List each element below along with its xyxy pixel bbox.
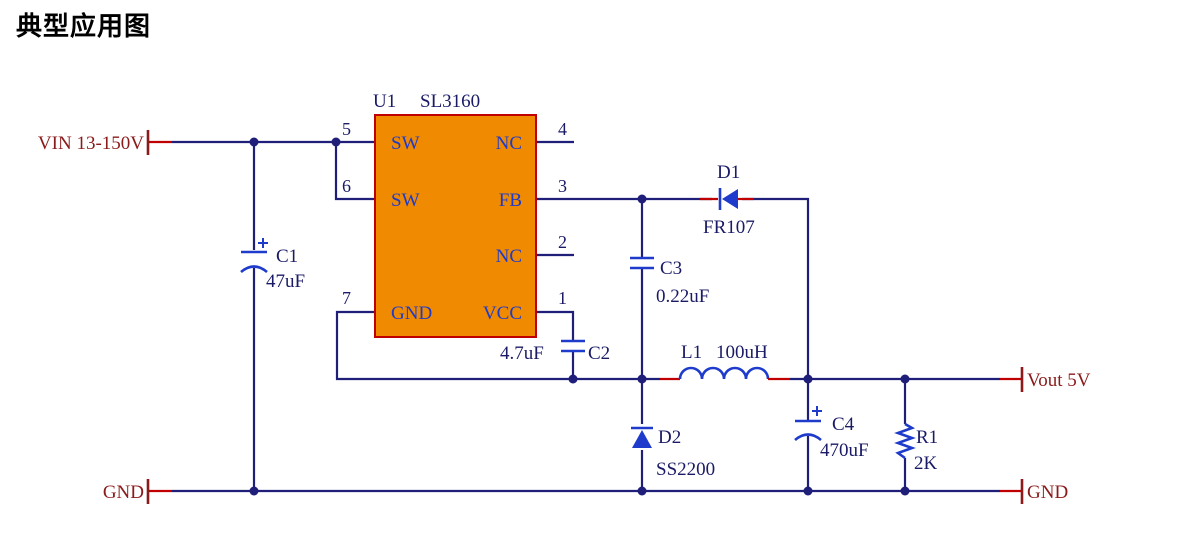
pin-4-name: NC bbox=[496, 133, 522, 154]
d2-value: SS2200 bbox=[656, 459, 715, 480]
vout-terminal: Vout 5V bbox=[1020, 367, 1091, 392]
d2-body bbox=[632, 430, 652, 448]
diode-d1: D1 FR107 bbox=[700, 162, 755, 238]
capacitor-c4: C4 470uF bbox=[794, 406, 869, 461]
capacitor-c2: C2 4.7uF bbox=[500, 339, 610, 364]
inductor-l1: L1 100uH bbox=[660, 342, 790, 381]
d1-body bbox=[722, 189, 738, 209]
l1-ref: L1 bbox=[681, 342, 702, 363]
c1-value: 47uF bbox=[266, 271, 305, 292]
ic-ref: U1 bbox=[373, 91, 396, 112]
wires bbox=[148, 140, 1022, 493]
r1-ref: R1 bbox=[916, 427, 938, 448]
ic-u1: U1 SL3160 5 SW 6 SW 7 GND 4 NC 3 FB 2 NC… bbox=[342, 91, 567, 338]
pin-2-name: NC bbox=[496, 246, 522, 267]
pin-1-name: VCC bbox=[483, 303, 522, 324]
l1-value: 100uH bbox=[716, 342, 768, 363]
junction-dots bbox=[249, 137, 910, 496]
page-title: 典型应用图 bbox=[16, 12, 152, 42]
c1-ref: C1 bbox=[276, 246, 298, 267]
pin-3-number: 3 bbox=[558, 176, 567, 196]
d1-ref: D1 bbox=[717, 162, 740, 183]
pin-2-number: 2 bbox=[558, 232, 567, 252]
c3-ref: C3 bbox=[660, 258, 682, 279]
pin-1-number: 1 bbox=[558, 288, 567, 308]
capacitor-c3: C3 0.22uF bbox=[630, 256, 709, 307]
d2-ref: D2 bbox=[658, 427, 681, 448]
ic-body bbox=[374, 114, 537, 338]
ic-part: SL3160 bbox=[420, 91, 480, 112]
gnd-left-terminal: GND bbox=[103, 479, 150, 504]
pin-6-number: 6 bbox=[342, 176, 351, 196]
pin-5-number: 5 bbox=[342, 119, 351, 139]
vin-terminal: VIN 13-150V bbox=[38, 130, 150, 155]
vin-label: VIN 13-150V bbox=[38, 133, 144, 154]
gnd-left-label: GND bbox=[103, 482, 144, 503]
gnd-right-terminal: GND bbox=[1020, 479, 1068, 504]
diode-d2: D2 SS2200 bbox=[631, 426, 715, 480]
capacitor-c1: C1 47uF bbox=[240, 238, 305, 292]
c2-value: 4.7uF bbox=[500, 343, 544, 364]
c4-ref: C4 bbox=[832, 414, 855, 435]
vout-label: Vout 5V bbox=[1027, 370, 1091, 391]
pin-6-name: SW bbox=[391, 190, 420, 211]
c3-value: 0.22uF bbox=[656, 286, 709, 307]
resistor-r1: R1 2K bbox=[894, 422, 938, 474]
c2-ref: C2 bbox=[588, 343, 610, 364]
d1-value: FR107 bbox=[703, 217, 755, 238]
pin-7-number: 7 bbox=[342, 288, 351, 308]
c4-value: 470uF bbox=[820, 440, 869, 461]
r1-value: 2K bbox=[914, 453, 938, 474]
gnd-right-label: GND bbox=[1027, 482, 1068, 503]
pin-7-name: GND bbox=[391, 303, 432, 324]
pin-4-number: 4 bbox=[558, 119, 567, 139]
pin-3-name: FB bbox=[499, 190, 522, 211]
pin-5-name: SW bbox=[391, 133, 420, 154]
